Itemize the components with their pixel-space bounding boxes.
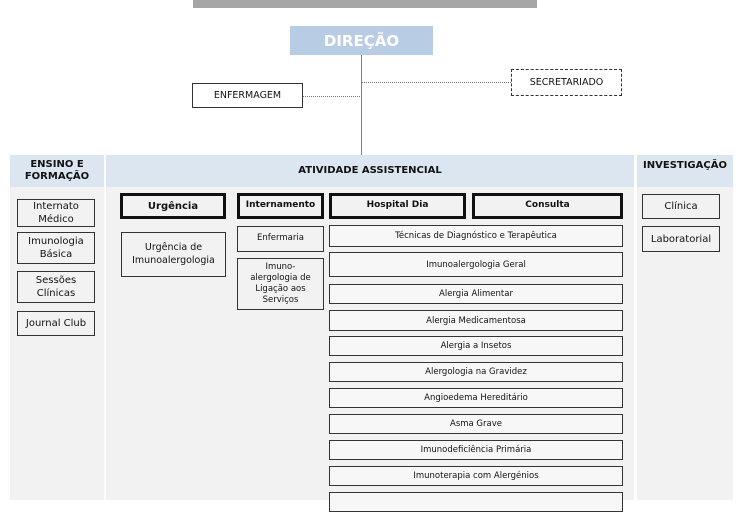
urgencia-item: Urgência de Imunoalergologia bbox=[121, 232, 226, 277]
investigacao-item: Clínica bbox=[642, 194, 720, 219]
investigacao-item: Laboratorial bbox=[642, 226, 720, 252]
ensino-header-label: ENSINO E FORMAÇÃO bbox=[24, 158, 90, 183]
ensino-item: Sessões Clínicas bbox=[17, 271, 95, 303]
shared-item: Alergia Medicamentosa bbox=[329, 310, 623, 331]
atividade-header-label: ATIVIDADE ASSISTENCIAL bbox=[298, 164, 442, 176]
secretariado-box: SECRETARIADO bbox=[511, 69, 622, 96]
secretariado-label: SECRETARIADO bbox=[529, 77, 604, 88]
urgencia-heading: Urgência bbox=[120, 193, 226, 219]
shared-item: Alergia a Insetos bbox=[329, 336, 623, 356]
internamento-item: Imuno-alergologia de Ligação aos Serviço… bbox=[237, 258, 324, 310]
shared-item-cut bbox=[329, 492, 623, 512]
title-bar bbox=[193, 0, 537, 8]
ensino-header: ENSINO E FORMAÇÃO bbox=[10, 155, 104, 187]
shared-item: Imunoterapia com Alergénios bbox=[329, 466, 623, 486]
shared-item: Angioedema Hereditário bbox=[329, 388, 623, 408]
connector-enfermagem bbox=[303, 96, 362, 97]
connector-secretariado bbox=[362, 82, 511, 83]
atividade-header: ATIVIDADE ASSISTENCIAL bbox=[106, 155, 634, 187]
ensino-item: Imunologia Básica bbox=[17, 232, 95, 264]
enfermagem-label: ENFERMAGEM bbox=[213, 90, 282, 101]
ensino-item: Journal Club bbox=[17, 311, 95, 336]
investigacao-header-label: INVESTIGAÇÃO bbox=[643, 160, 727, 171]
shared-item: Imunodeficiência Primária bbox=[329, 440, 623, 460]
shared-item: Técnicas de Diagnóstico e Terapêutica bbox=[329, 225, 623, 247]
direcao-label: DIREÇÃO bbox=[323, 31, 400, 50]
ensino-item: Internato Médico bbox=[17, 199, 95, 227]
shared-item: Imunoalergologia Geral bbox=[329, 252, 623, 277]
shared-item: Alergologia na Gravidez bbox=[329, 362, 623, 382]
shared-item: Alergia Alimentar bbox=[329, 284, 623, 304]
consulta-heading: Consulta bbox=[472, 193, 623, 219]
hospital-dia-heading: Hospital Dia bbox=[329, 193, 466, 219]
internamento-heading: Internamento bbox=[237, 193, 324, 219]
internamento-item: Enfermaria bbox=[237, 226, 324, 252]
shared-item: Asma Grave bbox=[329, 414, 623, 434]
investigacao-header: INVESTIGAÇÃO bbox=[637, 155, 733, 187]
direcao-box: DIREÇÃO bbox=[290, 26, 433, 55]
enfermagem-box: ENFERMAGEM bbox=[192, 83, 303, 108]
connector-line bbox=[361, 55, 362, 155]
